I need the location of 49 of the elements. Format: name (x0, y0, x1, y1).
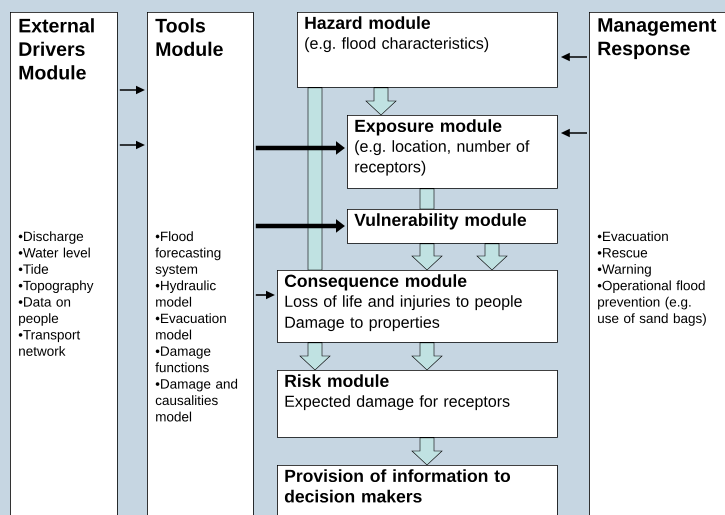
module-box (147, 12, 254, 515)
column-heading: Management Response (598, 18, 716, 60)
node-label: •Damage and causalities model (156, 378, 238, 422)
node-label: •Evacuation model (156, 313, 226, 340)
module-box (277, 270, 558, 343)
module-box (297, 12, 558, 88)
node-label: •Evacuation (598, 231, 668, 242)
node-label: •Transport network (18, 330, 80, 356)
module-title: Vulnerability module (354, 213, 526, 230)
block-arrow (365, 88, 397, 116)
block-arrow (411, 244, 443, 270)
module-box (10, 12, 118, 515)
node-label: •Rescue (598, 248, 648, 258)
module-description: (e.g. location, number of receptors) (355, 140, 530, 176)
module-box (347, 115, 558, 189)
module-title: Consequence module (284, 274, 466, 291)
bullet-list: •Discharge •Water level •Tide •Topography •Data on people •Transport network (18, 231, 94, 356)
node-label: •Warning (598, 264, 651, 277)
block-arrow (420, 188, 434, 210)
block-arrow (308, 88, 322, 270)
node-label: •Operational flood prevention (e.g. use of sand bags) (598, 280, 706, 326)
module-title: Provision of information to decision makers (284, 469, 510, 503)
column-heading: Tools Module (155, 18, 223, 56)
node-label: •Hydraulic model (156, 280, 216, 307)
module-box (277, 465, 558, 515)
module-title: Risk module (285, 374, 389, 388)
module-description: (e.g. flood characteristics) (305, 37, 488, 52)
block-arrow (411, 342, 443, 370)
node-label: •Data on people (18, 297, 70, 326)
node-label: •Discharge (18, 231, 84, 244)
module-box (589, 12, 725, 515)
module-description: Damage to properties (286, 316, 440, 332)
block-arrow (411, 438, 443, 466)
module-description: Loss of life and injuries to people (286, 295, 522, 310)
node-label: •Damage functions (155, 346, 210, 372)
node-label: •Water level (18, 248, 90, 258)
module-description: Expected damage for receptors (286, 395, 510, 410)
bullet-list: •Flood forecasting system •Hydraulic model •Evacuation model •Damage functions •Damage and causalities model (155, 231, 238, 422)
node-label: •Flood forecasting system (155, 231, 220, 277)
block-arrow (476, 244, 508, 270)
node-label: •Topography (18, 280, 94, 293)
module-box (277, 370, 558, 438)
column-heading: External Drivers Module (20, 18, 94, 80)
bullet-list: •Evacuation •Rescue •Warning •Operational flood prevention (e.g. use of sand bags) (598, 231, 706, 326)
block-arrow (299, 342, 331, 370)
module-box (347, 209, 558, 244)
node-label: •Tide (18, 264, 48, 274)
module-title: Hazard module (305, 16, 430, 30)
module-title: Exposure module (355, 119, 502, 136)
